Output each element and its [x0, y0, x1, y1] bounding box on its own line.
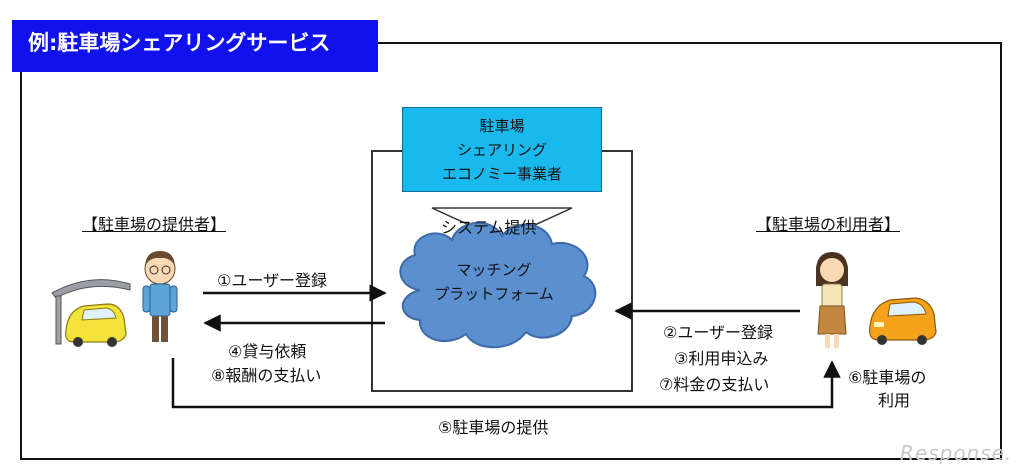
step-5-label: ⑤駐車場の提供	[438, 418, 549, 437]
diagram-title: 例:駐車場シェアリングサービス	[12, 20, 378, 72]
car-icon	[869, 297, 937, 345]
step-1-label: ①ユーザー登録	[217, 271, 328, 290]
step-3-label: ③利用申込み	[674, 349, 769, 368]
operator-line-2: シェアリング	[456, 141, 547, 159]
system-provision-label: システム提供	[441, 218, 537, 237]
man-person-icon	[142, 251, 178, 342]
cloud-icon	[399, 221, 597, 349]
step-4-label: ④貸与依頼	[228, 342, 307, 361]
platform-label: マッチング プラットフォーム	[394, 258, 594, 306]
step-2-label: ②ユーザー登録	[663, 323, 774, 342]
diagram-frame	[20, 42, 1002, 460]
step-6-label-line-2: 利用	[878, 391, 911, 410]
platform-line-1: マッチング	[456, 261, 532, 279]
woman-person-icon	[816, 252, 848, 348]
operator-line-3: エコノミー事業者	[441, 165, 562, 183]
response-logo: Response.	[900, 441, 1013, 465]
arrow-5-provision	[171, 358, 841, 409]
step-6-label-line-1: ⑥駐車場の	[848, 368, 927, 387]
user-label: 【駐車場の利用者】	[756, 215, 901, 234]
step-8-label: ⑧報酬の支払い	[211, 366, 322, 385]
provider-label: 【駐車場の提供者】	[82, 215, 227, 234]
platform-line-2: プラットフォーム	[434, 285, 554, 303]
operator-line-1: 駐車場	[479, 117, 525, 135]
carport-car-icon	[51, 279, 131, 347]
operator-box: 駐車場 シェアリング エコノミー事業者	[402, 107, 602, 192]
step-7-label: ⑦料金の支払い	[659, 375, 770, 394]
